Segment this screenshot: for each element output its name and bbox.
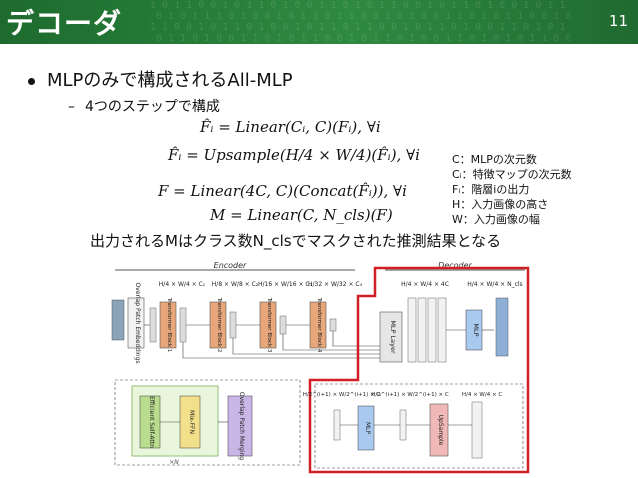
detail-feature-map (399, 409, 407, 441)
repeat-label: ×N (169, 459, 179, 466)
transformer-block-1-label: Transformer Block 1 (166, 297, 172, 353)
upsample-label: UpSample (437, 415, 444, 446)
encoder-size-1: H/4 × W/4 × C₁ (159, 281, 206, 288)
encoder-size-4: H/32 × W/32 × C₄ (308, 281, 363, 288)
slide-header: 1 0 1 1 0 0 1 0 1 1 0 1 0 0 1 1 0 1 0 1 … (0, 0, 638, 44)
overlap-patch-merging-label: Overlap Patch Merging (238, 392, 245, 460)
slide-title: デコーダ (6, 7, 123, 40)
decoder-highlight-outline (308, 266, 530, 474)
concat-feature-map (437, 297, 447, 363)
detail-feature-map (333, 409, 341, 441)
mlp-layer-block (379, 311, 403, 363)
detail-feature-map (471, 401, 483, 459)
concat-feature-map (427, 297, 437, 363)
sub-bullet: –4つのステップで構成 (68, 99, 220, 115)
legend-item: Fᵢ：階層iの出力 (452, 183, 530, 196)
segformer-architecture-diagram: Encoder Decoder H/4 × W/4 × C₁ H/8 × W/8… (111, 262, 530, 474)
encoder-size-3: H/16 × W/16 × C₃ (258, 281, 313, 288)
detail-size-2: H/2^(i+1) × W/2^(i+1) × C (371, 392, 449, 398)
equation-1: F̂ᵢ = Linear(Cᵢ, C)(Fᵢ), ∀i (200, 118, 381, 136)
bullet-dot (28, 77, 35, 85)
conclusion-text: 出力されるMはクラス数N_clsでマスクされた推測結果となる (90, 232, 502, 250)
legend-item: H：入力画像の高さ (452, 198, 549, 211)
encoder-label: Encoder (214, 262, 247, 270)
transformer-block-4-label: Transformer Block 4 (316, 297, 322, 353)
mlp-label: MLP (472, 323, 480, 336)
page-number: 11 (608, 12, 628, 30)
concat-feature-map (407, 297, 417, 363)
feature-map (149, 307, 157, 343)
skip-connection (232, 338, 380, 355)
efficient-self-attn-label: Efficient Self-Attn (148, 396, 155, 448)
transformer-block-1 (159, 301, 177, 349)
encoder-detail-box (114, 379, 301, 466)
transformer-block-3-label: Transformer Block 3 (266, 297, 272, 353)
decoder-size-1: H/4 × W/4 × 4C (401, 281, 449, 288)
transformer-block-2-label: Transformer Block 2 (216, 297, 222, 353)
feature-map (179, 307, 187, 343)
decoder-label: Decoder (438, 262, 472, 270)
legend-item: Cᵢ：特徴マップの次元数 (452, 168, 572, 181)
detail-mlp-label: MLP (364, 422, 371, 435)
overlap-patch-embeddings-label: Overlap Patch Embeddings (134, 282, 141, 363)
equation-2: F̂ᵢ = Upsample(H/4 × W/4)(F̂ᵢ), ∀i (168, 146, 420, 164)
overlap-patch-merging-block (227, 395, 253, 457)
legend-item: W：入力画像の幅 (452, 213, 540, 226)
equation-4: M = Linear(C, N_cls)(F) (210, 206, 393, 224)
encoder-size-2: H/8 × W/8 × C₂ (212, 281, 259, 288)
skip-connection (282, 334, 380, 351)
output-mask (495, 297, 509, 357)
detail-size-3: H/4 × W/4 × C (462, 392, 502, 398)
input-image (111, 299, 125, 341)
legend-item: C：MLPの次元数 (452, 153, 537, 166)
main-bullet-text: MLPのみで構成されるAll-MLP (47, 70, 293, 91)
concat-feature-map (417, 297, 427, 363)
mix-ffn-label: Mix-FFN (188, 410, 195, 434)
detail-size-1: H/2^(i+1) × W/2^(i+1) × Cᵢ (303, 392, 381, 398)
upsample-block (429, 403, 449, 457)
feature-map (329, 318, 337, 332)
symbol-legend: C：MLPの次元数 Cᵢ：特徴マップの次元数 Fᵢ：階層iの出力 H：入力画像の… (452, 152, 572, 227)
overlap-patch-embeddings-block (127, 297, 145, 349)
decoder-size-2: H/4 × W/4 × N_cls (467, 281, 522, 288)
skip-connection (332, 331, 380, 347)
main-bullet: MLPのみで構成されるAll-MLP (28, 66, 293, 92)
feature-map (229, 311, 237, 339)
mlp-layer-label: MLP Layer (389, 320, 397, 354)
feature-map (279, 315, 287, 335)
skip-connection (182, 342, 380, 359)
binary-background-pattern: 1 0 1 1 0 0 1 0 1 1 0 1 0 0 1 1 0 1 0 1 … (150, 0, 570, 44)
sub-bullet-text: 4つのステップで構成 (85, 99, 220, 115)
decoder-detail-box (314, 383, 524, 469)
detail-mlp-block (357, 405, 375, 451)
equation-3: F = Linear(4C, C)(Concat(F̂ᵢ)), ∀i (158, 182, 407, 200)
